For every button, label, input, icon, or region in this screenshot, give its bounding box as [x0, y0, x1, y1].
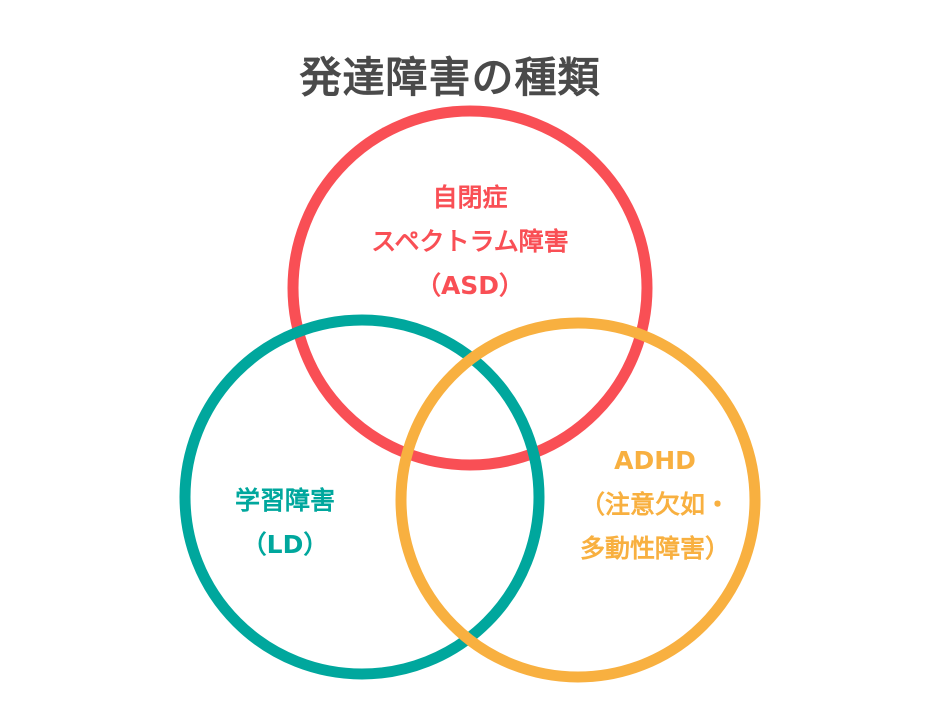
ld-circle — [179, 314, 545, 680]
adhd-label-line: 多動性障害） — [579, 534, 730, 563]
asd-label-line: スペクトラム障害 — [371, 227, 569, 256]
ld-label: 学習障害 （LD） — [200, 479, 370, 567]
asd-label-line: （ASD） — [415, 271, 525, 300]
asd-circle — [287, 105, 653, 471]
adhd-label-line: （注意欠如・ — [579, 490, 730, 519]
asd-label-line: 自閉症 — [432, 183, 508, 212]
asd-label: 自閉症 スペクトラム障害 （ASD） — [300, 176, 640, 308]
adhd-circle — [395, 317, 761, 683]
adhd-label-line: ADHD — [614, 446, 696, 475]
ld-label-line: （LD） — [241, 530, 329, 559]
ld-label-line: 学習障害 — [234, 486, 335, 515]
page-title: 発達障害の種類 — [299, 53, 601, 102]
adhd-label: ADHD （注意欠如・ 多動性障害） — [555, 439, 755, 571]
